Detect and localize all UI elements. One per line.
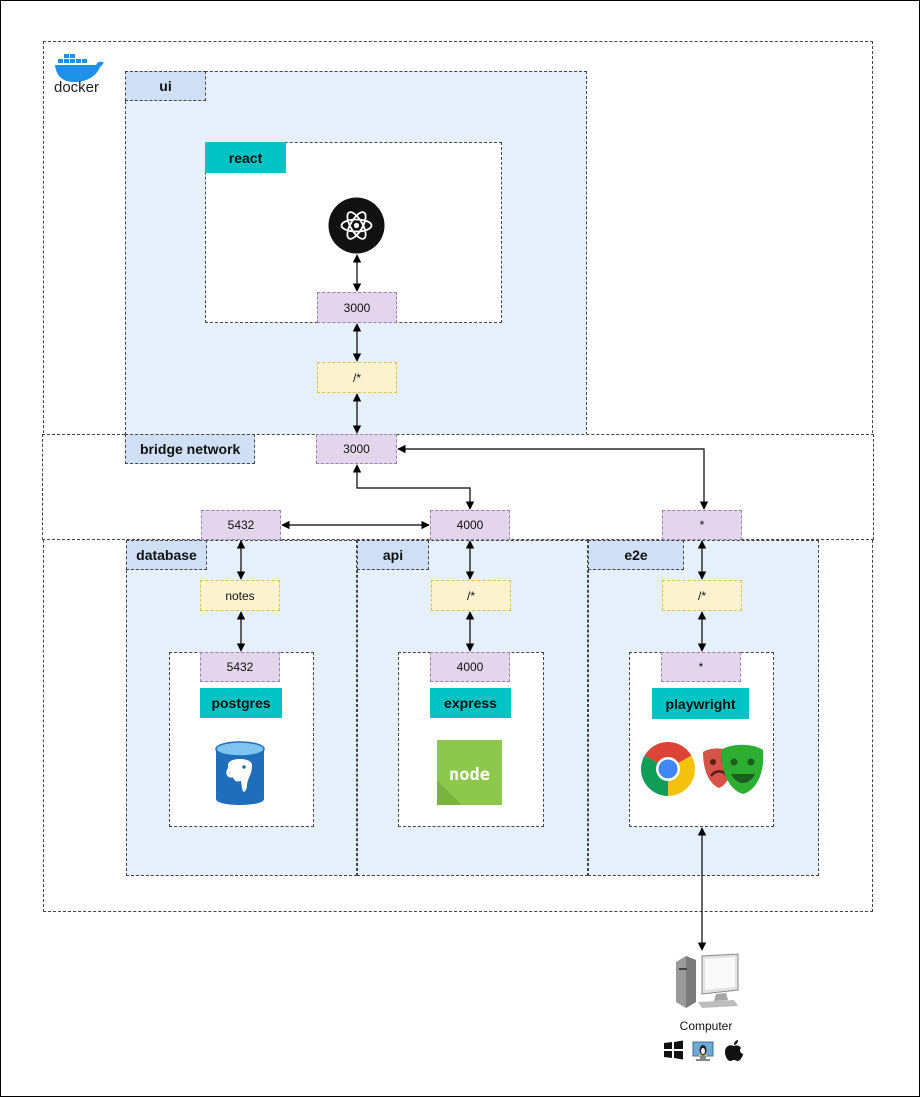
ui-bridge-port: 3000 <box>316 434 397 464</box>
ui-label: ui <box>125 71 206 101</box>
chrome-icon <box>640 741 696 796</box>
react-icon <box>328 197 385 254</box>
computer <box>672 950 740 1008</box>
computer-icon <box>676 953 739 1008</box>
database-internal-port: 5432 <box>200 652 280 682</box>
docker-logo-icon: docker <box>54 54 104 96</box>
playwright-label: playwright <box>652 688 749 719</box>
svg-text:node: node <box>449 765 490 785</box>
os-icon-row <box>664 1040 743 1061</box>
ui-path: /* <box>317 362 397 393</box>
react-internal-port: 3000 <box>317 292 397 323</box>
windows-icon <box>664 1040 683 1060</box>
react-label: react <box>205 142 286 173</box>
svg-text:docker: docker <box>54 79 99 94</box>
postgres-label: postgres <box>200 688 282 718</box>
bridge-network-label: bridge network <box>125 434 255 464</box>
e2e-label: e2e <box>588 540 684 570</box>
postgres-logo <box>214 741 266 807</box>
e2e-internal-port: * <box>661 652 741 682</box>
playwright-icon <box>703 744 764 794</box>
react-logo <box>328 197 385 254</box>
ui-to-api-link <box>352 464 475 510</box>
docker-logo: docker <box>52 46 112 96</box>
e2e-path: /* <box>662 580 742 611</box>
chrome-logo <box>640 741 696 796</box>
linux-icon <box>692 1041 714 1061</box>
api-internal-port: 4000 <box>430 652 510 682</box>
postgres-icon <box>215 741 265 805</box>
database-path: notes <box>200 580 280 611</box>
computer-label: Computer <box>679 1019 733 1033</box>
os-icons <box>662 1038 746 1062</box>
api-bridge-port: 4000 <box>430 510 510 540</box>
api-path: /* <box>431 580 511 611</box>
e2e-bridge-port: * <box>662 510 742 540</box>
database-label: database <box>126 540 207 570</box>
database-bridge-port: 5432 <box>201 510 281 540</box>
playwright-logo <box>699 742 767 796</box>
api-label: api <box>357 540 429 570</box>
apple-icon <box>725 1040 743 1061</box>
ui-to-e2e-link <box>397 444 709 510</box>
node-logo: node <box>437 740 502 805</box>
express-label: express <box>430 688 511 718</box>
node-icon: node <box>437 740 502 805</box>
